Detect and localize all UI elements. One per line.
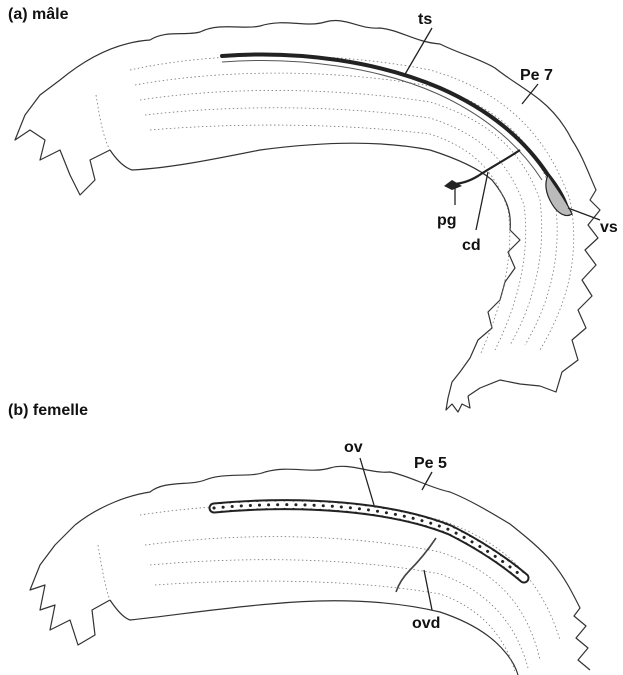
- leader-pe5: [422, 472, 432, 490]
- leader-ts: [404, 28, 432, 76]
- male-internal-line: [130, 56, 574, 350]
- female-internal-line: [150, 560, 528, 668]
- female-internal-line: [145, 537, 540, 660]
- male-internal-line: [140, 90, 542, 345]
- panel-a-illustration: ts Pe 7 pg cd vs: [15, 11, 618, 412]
- oviduct: [396, 538, 436, 592]
- male-body-dorsal-outline: [60, 20, 600, 392]
- genital-papilla: [444, 180, 462, 190]
- label-pe7: Pe 7: [520, 67, 553, 84]
- leader-cd: [476, 172, 488, 230]
- female-internal-line: [155, 581, 515, 672]
- label-ts: ts: [418, 11, 432, 28]
- label-pe5: Pe 5: [414, 455, 447, 472]
- female-head-appendages: [30, 525, 110, 645]
- female-internal-line: [140, 504, 560, 640]
- male-tail: [468, 380, 540, 396]
- leader-ov: [360, 458, 374, 505]
- label-ovd: ovd: [412, 615, 440, 632]
- male-head-appendages: [15, 80, 110, 195]
- male-internal-line: [96, 95, 110, 150]
- label-pg: pg: [437, 212, 457, 229]
- male-internal-line: [145, 108, 526, 350]
- leader-vs: [568, 208, 600, 220]
- leader-ovd: [424, 570, 432, 610]
- female-internal-line: [98, 545, 110, 600]
- female-body-ventral-outline: [110, 600, 518, 675]
- label-ov: ov: [344, 439, 363, 456]
- label-cd: cd: [462, 237, 481, 254]
- male-internal-line: [135, 73, 557, 345]
- leader-pe7: [522, 84, 538, 104]
- label-vs: vs: [600, 219, 618, 236]
- panel-b-illustration: ov Pe 5 ovd: [30, 439, 590, 675]
